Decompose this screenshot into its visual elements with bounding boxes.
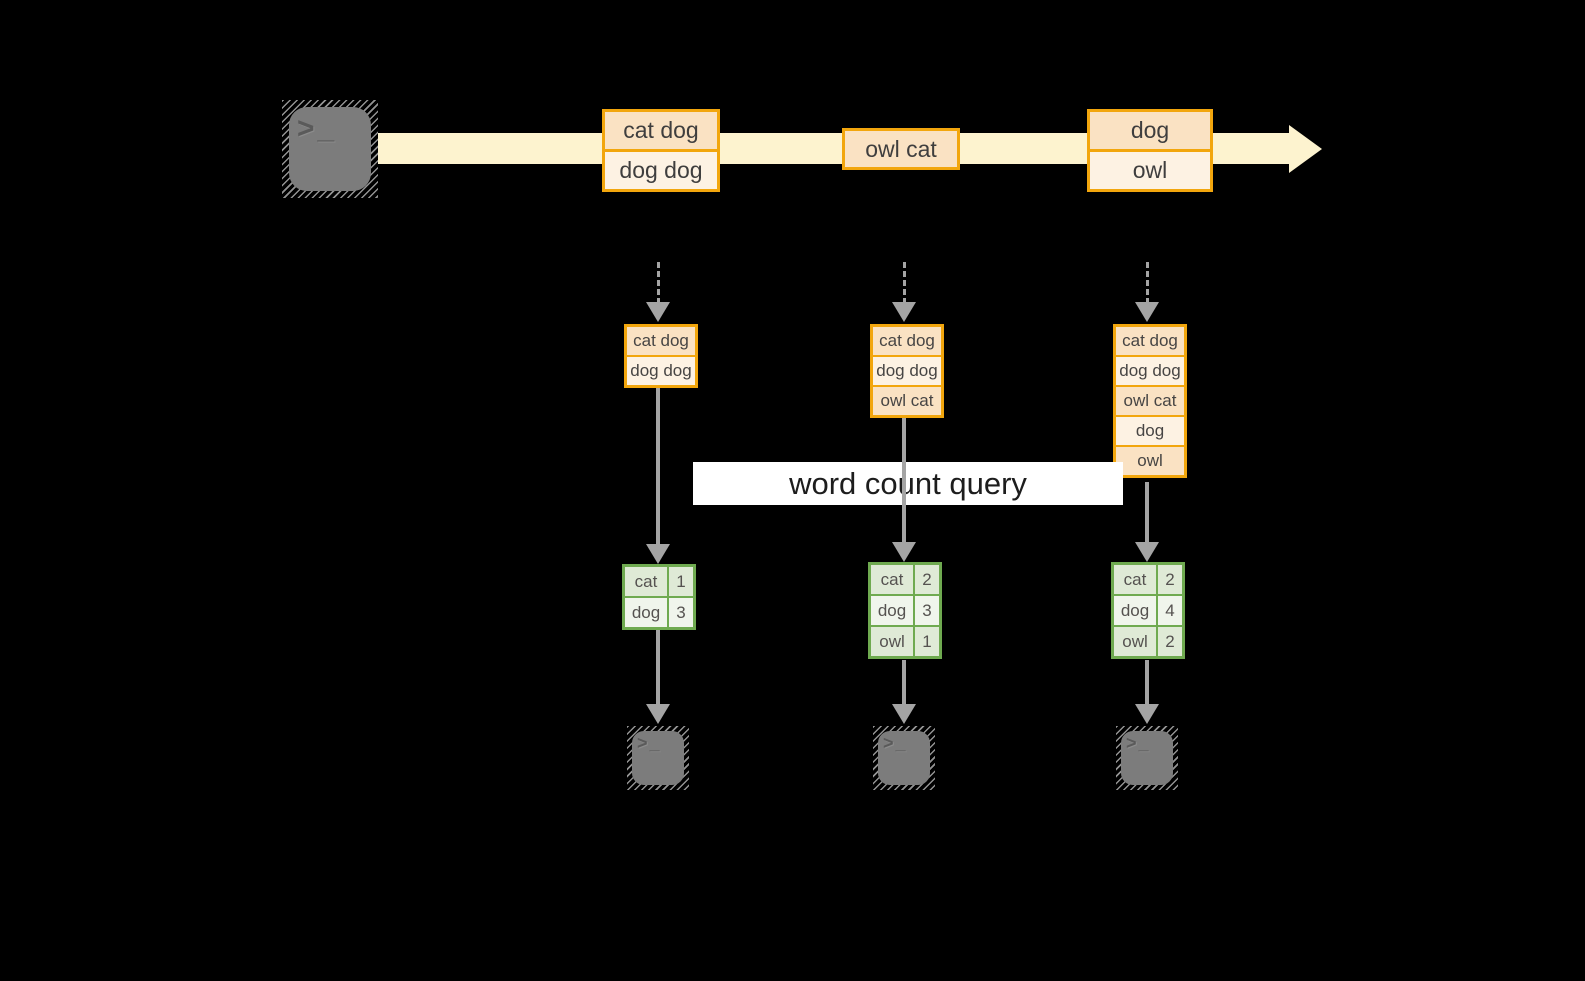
stream-event-text: dog dog [605,149,717,189]
state-row: dog dog [627,355,695,385]
state-row: dog dog [873,355,941,385]
query-label: word count query [693,462,1123,505]
result-row: cat 1 [625,567,693,596]
state-table-2: cat dog dog dog owl cat [870,324,944,418]
result-word: owl [1114,627,1156,656]
stream-event-text: dog [1090,112,1210,149]
result-row: dog 3 [871,594,939,625]
source-terminal-icon: >_ [282,100,378,198]
result-row: dog 4 [1114,594,1182,625]
state-row: cat dog [873,327,941,355]
result-table-2: cat 2 dog 3 owl 1 [868,562,942,659]
prompt-icon: >_ [297,112,338,145]
result-count: 1 [667,567,693,596]
result-row: cat 2 [1114,565,1182,594]
result-word: dog [871,596,913,625]
result-row: dog 3 [625,596,693,627]
result-count: 2 [1156,565,1182,594]
result-count: 2 [913,565,939,594]
prompt-icon: >_ [883,733,908,753]
result-word: cat [625,567,667,596]
result-row: owl 2 [1114,625,1182,656]
result-count: 2 [1156,627,1182,656]
state-row: owl cat [1116,385,1184,415]
state-table-1: cat dog dog dog [624,324,698,388]
result-word: owl [871,627,913,656]
prompt-icon: >_ [637,733,662,753]
result-count: 3 [913,596,939,625]
stream-arrow-head-icon [1289,125,1322,173]
result-count: 3 [667,598,693,627]
result-table-1: cat 1 dog 3 [622,564,696,630]
result-word: dog [1114,596,1156,625]
terminal-screen [289,107,371,191]
result-word: cat [1114,565,1156,594]
state-row: cat dog [627,327,695,355]
result-count: 4 [1156,596,1182,625]
state-row: cat dog [1116,327,1184,355]
prompt-icon: >_ [1126,733,1151,753]
result-table-3: cat 2 dog 4 owl 2 [1111,562,1185,659]
stream-event-text: cat dog [605,112,717,149]
result-row: owl 1 [871,625,939,656]
result-row: cat 2 [871,565,939,594]
state-row: dog [1116,415,1184,445]
stream-batch-2: owl cat [842,128,960,170]
stream-batch-3: dog owl [1087,109,1213,192]
terminal-screen [878,731,930,785]
result-count: 1 [913,627,939,656]
stream-batch-1: cat dog dog dog [602,109,720,192]
result-word: dog [625,598,667,627]
sink-terminal-icon-2: >_ [873,726,935,790]
stream-event-text: owl cat [845,131,957,167]
result-word: cat [871,565,913,594]
sink-terminal-icon-1: >_ [627,726,689,790]
terminal-screen [632,731,684,785]
sink-terminal-icon-3: >_ [1116,726,1178,790]
state-table-3: cat dog dog dog owl cat dog owl [1113,324,1187,478]
state-row: owl [1116,445,1184,475]
state-row: owl cat [873,385,941,415]
stream-event-text: owl [1090,149,1210,189]
state-row: dog dog [1116,355,1184,385]
terminal-screen [1121,731,1173,785]
